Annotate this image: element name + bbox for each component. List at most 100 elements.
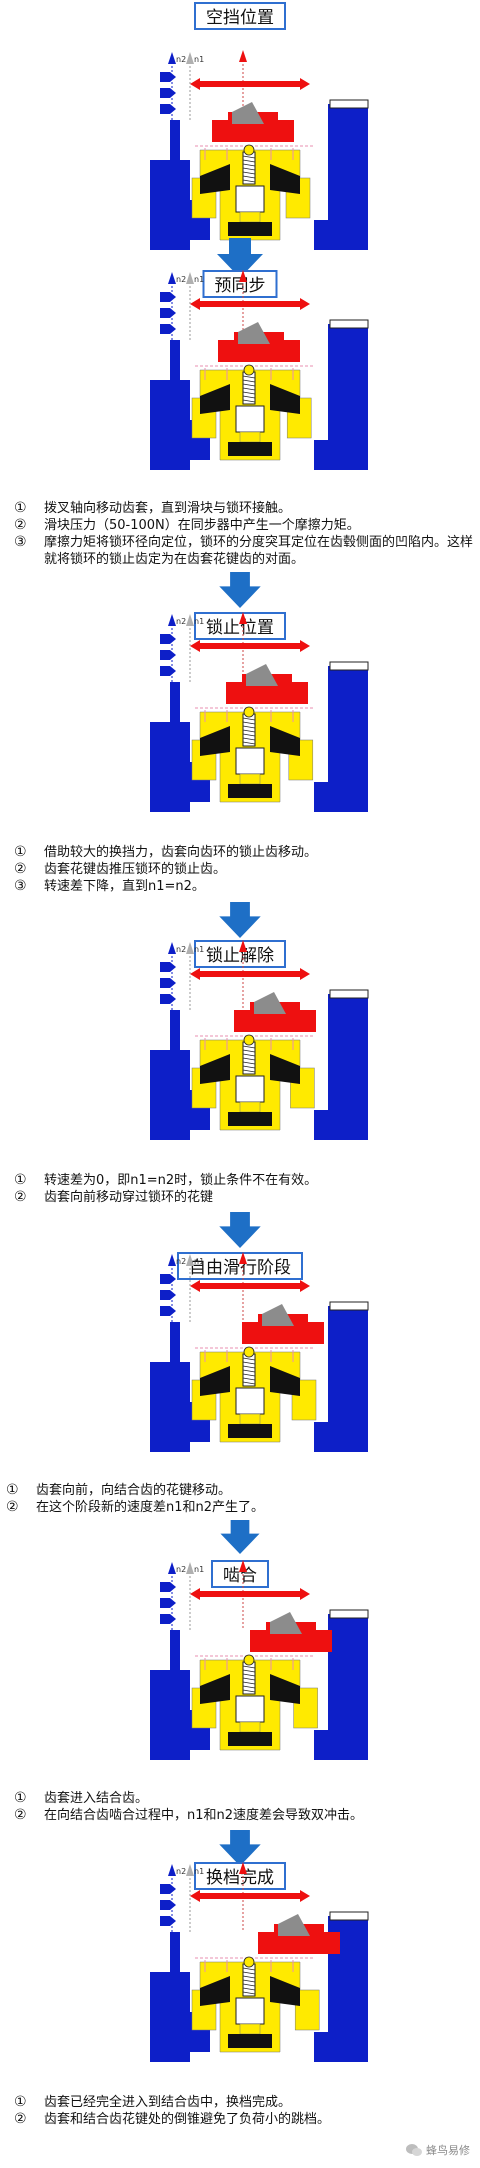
detent-ball — [243, 364, 255, 376]
blue-pointer-icon — [160, 104, 176, 114]
spring-coil-line — [242, 1361, 256, 1365]
shift-fork-gray — [262, 1304, 294, 1326]
shaft-center — [235, 1387, 265, 1415]
housing-left-block — [150, 1670, 190, 1760]
shaft-black — [228, 442, 272, 456]
note-text: 转速差下降，直到n1=n2。 — [44, 879, 205, 894]
n2-arrow-icon — [168, 1864, 176, 1876]
spring-coil-line — [242, 387, 256, 391]
n2-arrow-icon — [168, 1254, 176, 1266]
blue-pointer-icon — [160, 962, 176, 972]
n1-label: n1 — [194, 275, 204, 284]
stage-title: 自由滑行阶段 — [177, 1252, 303, 1280]
shaft-collar — [239, 2023, 261, 2035]
n-arrow-icon — [239, 1862, 247, 1874]
detent-ball — [243, 1034, 255, 1046]
blue-pointer-icon — [160, 308, 176, 318]
down-arrow-icon — [219, 572, 261, 608]
housing-right-cap — [329, 989, 369, 999]
n1-label: n1 — [194, 1565, 204, 1574]
stage-title: 预同步 — [202, 270, 278, 298]
n2-arrow-icon — [168, 614, 176, 626]
shaft-black — [228, 1112, 272, 1126]
note-number: ① — [14, 1172, 27, 1188]
blue-pointer-icon — [160, 1598, 176, 1608]
watermark: 蜂鸟易修 — [406, 2142, 470, 2158]
shaft-collar — [239, 1101, 261, 1113]
sync-ring-right — [270, 1976, 300, 2006]
spring-coil-line — [242, 1049, 256, 1053]
spring-coil-line — [242, 1669, 256, 1673]
spring-coil-line — [242, 1689, 256, 1693]
spring-coil-line — [242, 1665, 256, 1669]
spring-coil-line — [242, 1685, 256, 1689]
spring-coil-line — [242, 1373, 256, 1377]
housing-right-cap — [329, 1609, 369, 1619]
sync-ring-left — [200, 1674, 230, 1704]
spring-coil-line — [242, 1971, 256, 1975]
stage-title: 换档完成 — [194, 1862, 286, 1890]
shaft-black — [228, 784, 272, 798]
spring-coil-line — [242, 1069, 256, 1073]
housing-right-cap — [329, 661, 369, 671]
spring-coil-line — [242, 175, 256, 179]
shaft-collar — [239, 431, 261, 443]
note-text: 齿套和结合齿花键处的倒锥避免了负荷小的跳档。 — [44, 2112, 331, 2127]
spring-coil-line — [242, 379, 256, 383]
spring-coil-line — [242, 399, 256, 403]
note-text: 齿套已经完全进入到结合齿中，换档完成。 — [44, 2095, 292, 2110]
housing-right — [314, 104, 368, 250]
sync-ring-right — [270, 1674, 300, 1704]
spring-coil-line — [242, 1381, 256, 1385]
note-number: ③ — [14, 878, 27, 894]
shift-force-arrow — [190, 78, 310, 90]
spring-coil-line — [242, 1357, 256, 1361]
stage-title: 啮合 — [211, 1560, 269, 1588]
blue-pointer-icon — [160, 1900, 176, 1910]
n1-arrow-icon — [186, 942, 194, 954]
note-text: 在这个阶段新的速度差n1和n2产生了。 — [36, 1500, 265, 1515]
n2-label: n2 — [176, 945, 186, 954]
n-arrow-icon — [239, 1560, 247, 1572]
n2-arrow-icon — [168, 52, 176, 64]
shift-force-arrow — [190, 640, 310, 652]
n1-arrow-icon — [186, 1562, 194, 1574]
sync-ring-left — [200, 1366, 230, 1396]
spring-coil-line — [242, 725, 256, 729]
spring-coil-line — [242, 1061, 256, 1065]
n1-label: n1 — [194, 617, 204, 626]
shaft-center — [235, 1695, 265, 1723]
spring-coil-line — [242, 721, 256, 725]
shift-fork-gray — [254, 992, 286, 1014]
spring-coil-line — [242, 383, 256, 387]
note-item: ③ 转速差下降，直到n1=n2。 — [14, 878, 474, 895]
note-number: ② — [14, 2111, 27, 2127]
n-arrow-icon — [239, 1252, 247, 1264]
sync-ring-right — [270, 384, 300, 414]
n2-arrow-icon — [168, 942, 176, 954]
n2-label: n2 — [176, 275, 186, 284]
note-number: ② — [14, 517, 27, 533]
note-text: 齿套向前，向结合齿的花键移动。 — [36, 1483, 232, 1498]
spring-coil-line — [242, 1053, 256, 1057]
blue-pointer-icon — [160, 1884, 176, 1894]
blue-pointer-icon — [160, 650, 176, 660]
note-item: ② 齿套和结合齿花键处的倒锥避免了负荷小的跳档。 — [14, 2111, 474, 2128]
blue-pointer-icon — [160, 1290, 176, 1300]
synchronizer-diagram: n2 n1 — [150, 270, 369, 470]
shift-force-arrow — [190, 1280, 310, 1292]
spring-coil-line — [242, 167, 256, 171]
note-item: ① 转速差为0，即n1=n2时，锁止条件不在有效。 — [14, 1172, 474, 1189]
note-text: 转速差为0，即n1=n2时，锁止条件不在有效。 — [44, 1173, 318, 1188]
housing-left-block — [150, 1050, 190, 1140]
n1-arrow-icon — [186, 614, 194, 626]
